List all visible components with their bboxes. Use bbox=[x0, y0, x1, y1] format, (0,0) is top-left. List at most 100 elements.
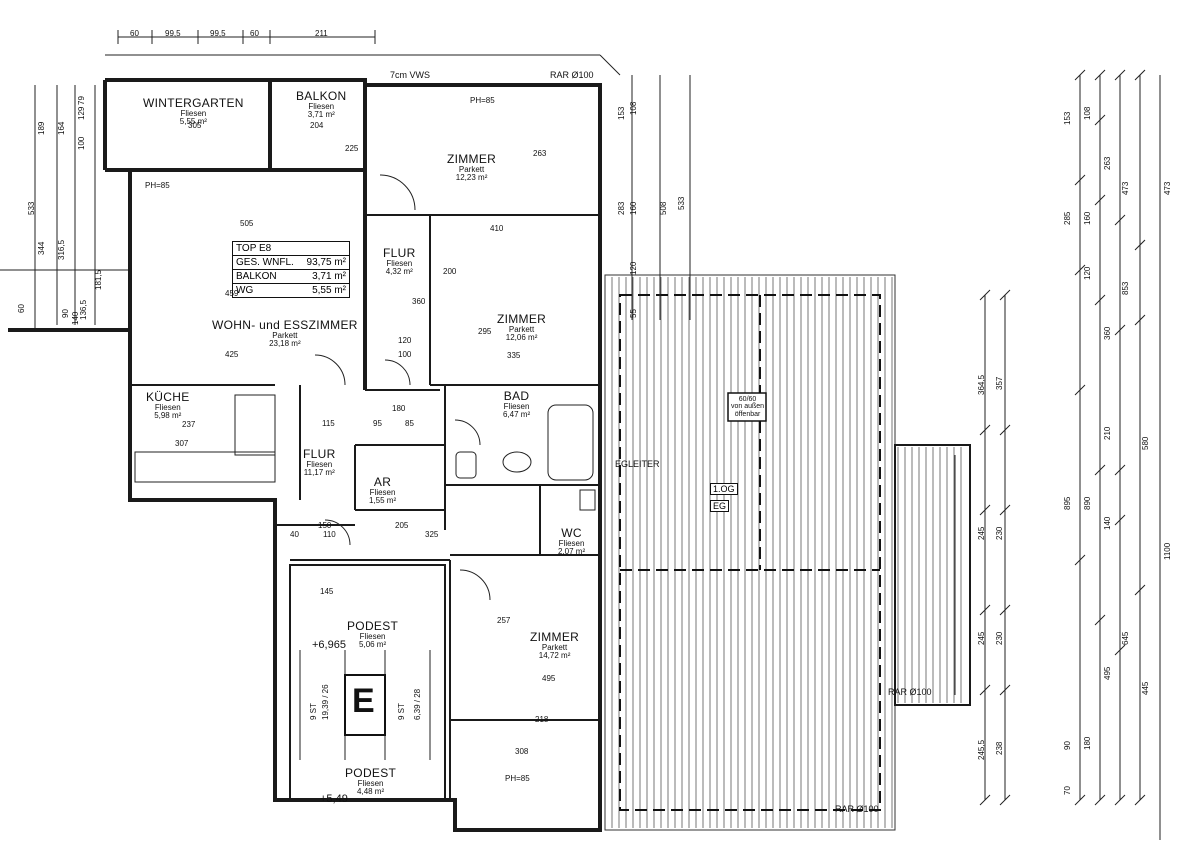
room-ar: AR Fliesen 1,55 m² bbox=[369, 475, 397, 505]
dim-right: 473 bbox=[1121, 181, 1130, 195]
dim-tick bbox=[1114, 214, 1126, 226]
dim-tick bbox=[1094, 114, 1106, 126]
label-ph85-1: PH=85 bbox=[470, 96, 495, 105]
dim-left: 100 bbox=[77, 136, 86, 150]
level-marker-1: +6,965 bbox=[312, 639, 346, 651]
dim-right: 120 bbox=[1083, 266, 1092, 280]
dim-tick bbox=[999, 794, 1011, 806]
dim: 150 bbox=[318, 521, 332, 530]
dim-tick bbox=[1114, 464, 1126, 476]
dim-right: 533 bbox=[677, 196, 686, 210]
room-wc: WC Fliesen 2,07 m² bbox=[558, 526, 586, 556]
dim-tick bbox=[1114, 794, 1126, 806]
dim-right: 283 bbox=[617, 201, 626, 215]
label-vws: 7cm VWS bbox=[390, 70, 431, 80]
dim-right: 230 bbox=[995, 631, 1004, 645]
dim: 325 bbox=[425, 530, 439, 539]
dim-tick bbox=[1074, 554, 1086, 566]
label-ph85-3: PH=85 bbox=[505, 774, 530, 783]
dim: 410 bbox=[490, 224, 504, 233]
dim: 305 bbox=[188, 121, 202, 130]
dim-left: 90 bbox=[61, 309, 70, 318]
dim: 237 bbox=[182, 420, 196, 429]
dim-left: 181,5 bbox=[94, 269, 103, 290]
dim-right: 153 bbox=[617, 106, 626, 120]
room-zimmer-3: ZIMMER Parkett 14,72 m² bbox=[530, 630, 580, 660]
dim: 257 bbox=[497, 616, 511, 625]
room-podest-1: PODEST Fliesen 5,06 m² bbox=[347, 619, 399, 649]
dim-left: 164 bbox=[57, 121, 66, 135]
label-rar-right: RAR Ø100 bbox=[888, 687, 932, 697]
dim-tick bbox=[1134, 314, 1146, 326]
dim: 425 bbox=[225, 350, 239, 359]
dim-tick bbox=[999, 684, 1011, 696]
dim-right: 120 bbox=[629, 261, 638, 275]
dim: 115 bbox=[322, 419, 335, 428]
dim-tick bbox=[999, 604, 1011, 616]
dim-right: 108 bbox=[1083, 106, 1092, 120]
dim-right: 180 bbox=[1083, 736, 1092, 750]
dim-right: 160 bbox=[1083, 211, 1092, 225]
dim-tick bbox=[979, 289, 991, 301]
dim: 263 bbox=[533, 149, 547, 158]
room-wohn-esszimmer: WOHN- und ESSZIMMER Parkett 23,18 m² bbox=[212, 318, 358, 348]
dim-tick bbox=[1094, 794, 1106, 806]
dim-right: 645 bbox=[1121, 631, 1130, 645]
dim-left: 344 bbox=[37, 241, 46, 255]
dim-left: 189 bbox=[37, 121, 46, 135]
dim-tick bbox=[1094, 69, 1106, 81]
dim-right: 140 bbox=[1103, 516, 1112, 530]
room-flur-2: FLUR Fliesen 11,17 m² bbox=[303, 447, 336, 477]
dim-tick bbox=[979, 684, 991, 696]
dim-tick bbox=[979, 504, 991, 516]
dim-tick bbox=[1134, 794, 1146, 806]
dim-right: 890 bbox=[1083, 496, 1092, 510]
dim-tick bbox=[1134, 584, 1146, 596]
stair-count-1: 9 ST bbox=[309, 703, 318, 720]
dim-left: 316,5 bbox=[57, 239, 66, 260]
room-zimmer-1: ZIMMER Parkett 12,23 m² bbox=[447, 152, 497, 182]
dim-right: 238 bbox=[995, 741, 1004, 755]
dim-top-4: 60 bbox=[250, 29, 259, 38]
dim: 204 bbox=[310, 121, 324, 130]
dim: 218 bbox=[535, 715, 549, 724]
dim-right: 230 bbox=[995, 526, 1004, 540]
dim-right: 70 bbox=[1063, 786, 1072, 795]
dim-left: 136,5 bbox=[79, 299, 88, 320]
dim: 308 bbox=[515, 747, 529, 756]
label-1og: 1.OG bbox=[710, 483, 738, 495]
dim-tick bbox=[979, 604, 991, 616]
dim-right: 580 bbox=[1141, 436, 1150, 450]
room-flur-1: FLUR Fliesen 4,32 m² bbox=[383, 246, 416, 276]
dim-left: 533 bbox=[27, 201, 36, 215]
dim: 307 bbox=[175, 439, 189, 448]
dim-right: 364,5 bbox=[977, 374, 986, 395]
dim-right: 895 bbox=[1063, 496, 1072, 510]
dim-top-1: 60 bbox=[130, 29, 139, 38]
level-marker-2: +5,49 bbox=[320, 793, 348, 805]
dim-tick bbox=[1074, 384, 1086, 396]
dim: 200 bbox=[443, 267, 457, 276]
dim-right: 263 bbox=[1103, 156, 1112, 170]
dim-top-2: 99,5 bbox=[165, 29, 181, 38]
dim-right: 508 bbox=[659, 201, 668, 215]
dim: 495 bbox=[542, 674, 556, 683]
dim-tick bbox=[1134, 239, 1146, 251]
dim: 335 bbox=[507, 351, 521, 360]
dim: 459 bbox=[225, 289, 239, 298]
dim: 360 bbox=[412, 297, 426, 306]
dim: 100 bbox=[398, 350, 412, 359]
room-wintergarten: WINTERGARTEN Fliesen 5,55 m² bbox=[143, 96, 244, 126]
dim-right: 360 bbox=[1103, 326, 1112, 340]
dim-tick bbox=[1094, 294, 1106, 306]
stair-rise-2: 6,39 / 28 bbox=[413, 688, 422, 720]
dim: 180 bbox=[392, 404, 406, 413]
label-ph85-2: PH=85 bbox=[145, 181, 170, 190]
dim-right: 357 bbox=[995, 376, 1004, 390]
dim-tick bbox=[999, 504, 1011, 516]
